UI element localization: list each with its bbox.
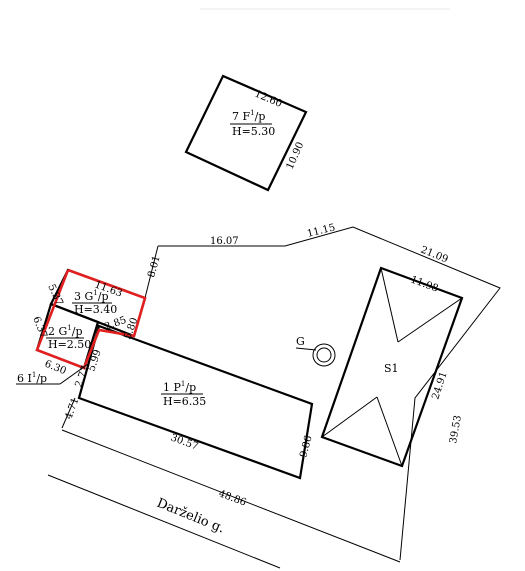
b2-label: 2 G1/p xyxy=(48,324,83,338)
well-leader xyxy=(295,347,317,351)
plot-dim-right: 39.53 xyxy=(448,414,464,444)
plot-dim-bottom: 48.86 xyxy=(217,488,248,508)
well-inner-icon xyxy=(316,347,332,363)
s1-dim-top: 11.98 xyxy=(409,274,440,294)
plot-dim-top1: 16.07 xyxy=(210,236,239,247)
b6-label: 6 I1/p xyxy=(17,371,47,385)
well-label: G xyxy=(296,335,305,348)
plot-dim-left-top: 8.01 xyxy=(146,254,162,278)
b3-label: 3 G1/p xyxy=(74,289,109,303)
highlight-outline xyxy=(35,268,147,370)
b7-label: 7 F1/p xyxy=(232,109,265,123)
s1-label: S1 xyxy=(384,362,399,375)
s1-line-3 xyxy=(321,396,378,438)
b7-dim-top: 12.60 xyxy=(253,89,284,110)
b2-height: H=2.50 xyxy=(48,338,91,351)
b6-leader-2 xyxy=(59,363,89,385)
street-line-1 xyxy=(61,429,401,563)
building-7 xyxy=(184,74,308,192)
s1-line-4 xyxy=(376,396,403,467)
b1-dim-small: 2.77 xyxy=(73,364,91,389)
street-line-2 xyxy=(47,474,281,569)
b7-height: H=5.30 xyxy=(232,125,275,138)
b1-dim-left: 4.71 xyxy=(63,396,81,421)
street-name: Darželio g. xyxy=(155,496,227,537)
plot-boundary-left xyxy=(144,245,159,299)
b1-label: 1 P1/p xyxy=(163,380,196,394)
b1-dim-right: 9.86 xyxy=(298,434,314,458)
s1-line-1 xyxy=(380,267,399,343)
b3-height: H=3.40 xyxy=(74,303,117,316)
b7-dim-side: 10.90 xyxy=(285,141,307,172)
plot-boundary-bottom xyxy=(61,397,76,429)
s1-line-2 xyxy=(397,297,463,343)
well-outer-icon xyxy=(312,343,336,367)
building-1 xyxy=(77,324,314,480)
b1-height: H=6.35 xyxy=(163,395,206,408)
plot-dim-top2: 11.15 xyxy=(306,222,336,240)
plot-boundary xyxy=(158,226,501,561)
plot-dim-top3: 21.09 xyxy=(419,245,450,266)
